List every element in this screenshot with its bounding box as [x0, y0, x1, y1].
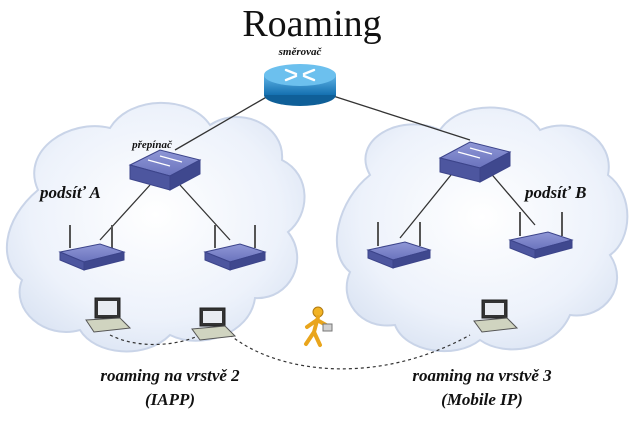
access-point-b-left-icon [366, 222, 432, 269]
roaming-path [109, 334, 471, 370]
subnet-a-cloud [6, 101, 306, 353]
link-switch-b-ap-left [399, 169, 456, 239]
layer3-protocol: (Mobile IP) [441, 390, 523, 409]
link-router-switch-b [329, 94, 471, 141]
router-label: směrovač [278, 46, 323, 58]
access-point-b-right-icon [508, 212, 574, 259]
roaming-path-layer2 [109, 334, 201, 345]
link-switch-a-ap-left [99, 184, 151, 241]
laptop-a-right-icon [191, 307, 237, 341]
switch-a-icon [128, 149, 202, 191]
subnet-a-label: podsíť A [38, 183, 101, 202]
walking-person-icon [304, 306, 333, 347]
diagram-title: Roaming [242, 3, 381, 45]
link-switch-a-ap-right [179, 184, 231, 241]
access-point-a-left-icon [58, 225, 126, 271]
subnet-b-label: podsíť B [523, 183, 586, 202]
layer3-caption: roaming na vrstvě 3 [412, 366, 552, 385]
access-point-a-right-icon [203, 225, 267, 271]
network-links [99, 94, 536, 241]
roaming-path-layer3 [229, 334, 471, 370]
link-switch-b-ap-right [487, 169, 536, 226]
subnet-b-cloud [335, 106, 629, 353]
switch-b-icon [438, 141, 512, 183]
link-router-switch-a [174, 94, 271, 151]
router-icon [264, 64, 336, 106]
laptop-b-icon [473, 299, 519, 333]
layer2-caption: roaming na vrstvě 2 [100, 366, 240, 385]
layer2-protocol: (IAPP) [145, 390, 195, 409]
switch-label: přepínač [131, 139, 173, 151]
laptop-a-left-icon [85, 297, 132, 333]
